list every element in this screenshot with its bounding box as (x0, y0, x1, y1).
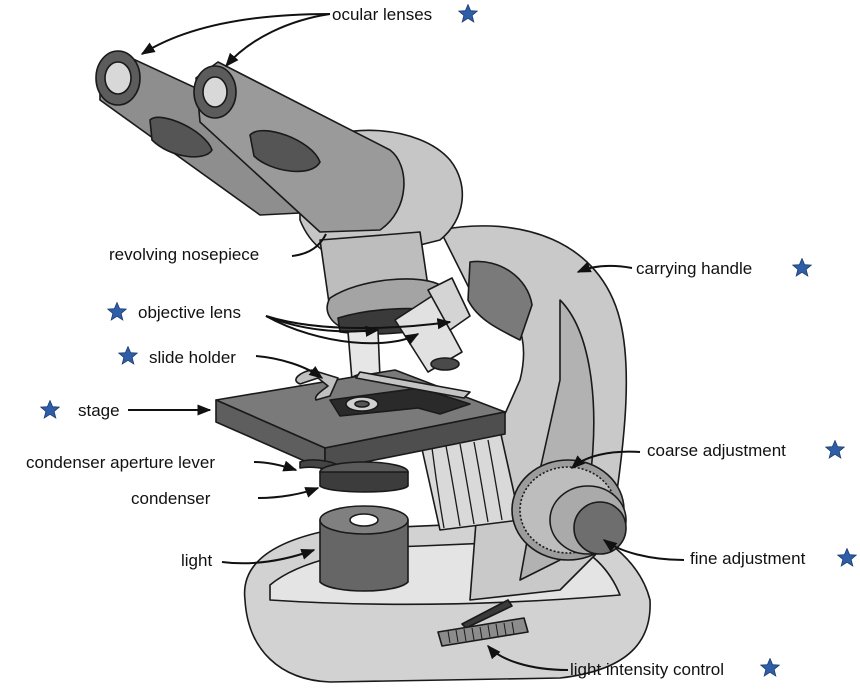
light-housing (319, 519, 409, 592)
arrow-condenser (257, 487, 320, 499)
star-icon (760, 658, 780, 677)
fine-adjustment-knob (573, 501, 627, 555)
arrow-light (221, 548, 316, 565)
ocular-collar-left (149, 116, 213, 158)
label-ocular-lenses: ocular lenses (332, 5, 432, 24)
label-objective-lens: objective lens (138, 303, 241, 322)
label-revolving-nosepiece: revolving nosepiece (109, 245, 259, 264)
light-bulb (349, 513, 379, 527)
arrow-revolving-nosepiece (291, 233, 327, 257)
star-icon (40, 400, 60, 419)
slide-holder-bar (355, 371, 471, 399)
slide-holder-clip (295, 369, 339, 401)
arrow-ocular-right (225, 13, 331, 68)
arrow-fine-adjustment (602, 539, 685, 561)
label-slide-holder: slide holder (149, 348, 236, 367)
label-light-intensity-control: light intensity control (570, 660, 724, 679)
labels: ocular lenses revolving nosepiece carryi… (26, 5, 806, 679)
label-light: light (181, 551, 212, 570)
label-coarse-adjustment: coarse adjustment (647, 441, 786, 460)
stage-aperture-inner (354, 400, 370, 408)
arrow-carrying-handle (576, 261, 633, 273)
arrow-objective-3 (265, 315, 452, 330)
label-fine-adjustment: fine adjustment (690, 549, 806, 568)
ocular-lens-right-glass (202, 76, 228, 108)
intensity-slider-ramp (461, 599, 513, 629)
arrow-condenser-aperture-lever (253, 460, 298, 472)
star-icon (837, 548, 857, 567)
arrow-slide-holder (255, 355, 324, 379)
label-condenser-aperture-lever: condenser aperture lever (26, 453, 215, 472)
ocular-collar-right (249, 129, 321, 173)
arrow-coarse-adjustment (570, 450, 641, 469)
star-icon (792, 258, 812, 277)
microscope-illustration (95, 50, 651, 683)
intensity-dial-ticks (447, 621, 515, 644)
intensity-control-dial (437, 617, 529, 647)
ocular-lens-left-glass (104, 61, 132, 95)
leader-lines (128, 13, 685, 671)
arrow-objective-2 (265, 315, 420, 346)
condenser-body (319, 471, 409, 493)
star-icon (107, 302, 127, 321)
label-carrying-handle: carrying handle (636, 259, 752, 278)
star-icon (825, 440, 845, 459)
star-icon (458, 4, 478, 23)
objective-lens-3 (427, 277, 471, 331)
star-icon (118, 346, 138, 365)
label-condenser: condenser (131, 489, 211, 508)
objective-lens-2 (394, 295, 463, 373)
arrow-light-intensity-control (487, 644, 569, 671)
objective-lens-2-tip (430, 357, 460, 371)
rib-lines (431, 439, 503, 529)
arrow-ocular-left (140, 13, 331, 55)
label-stage: stage (78, 401, 120, 420)
handle-opening (467, 260, 533, 341)
